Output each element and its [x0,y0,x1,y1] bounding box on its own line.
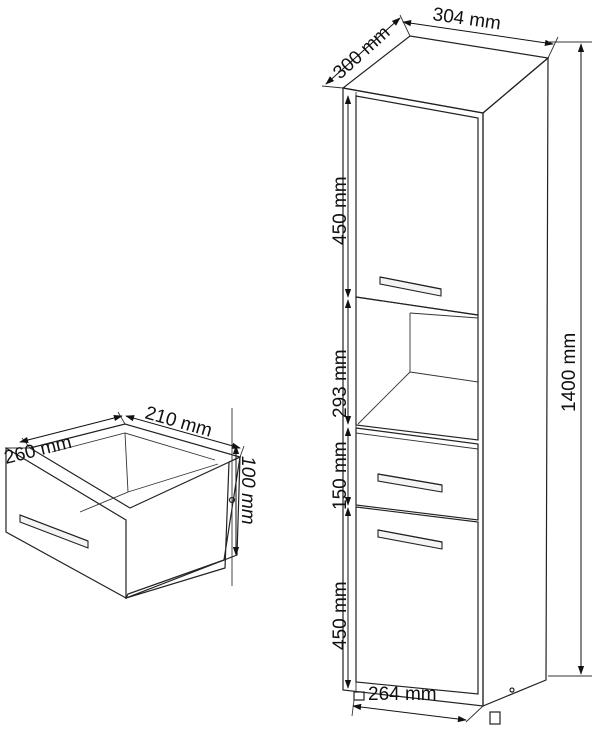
open-shelf-height-label: 293 mm [330,349,351,418]
drawer-detail-handle [19,514,89,549]
drawer-handle [377,473,443,493]
top-door-handle [379,276,442,297]
drawer-dimensions: 260 mm 210 mm 100 mm [2,403,258,586]
bottom-door-handle [377,529,443,550]
open-shelf [355,296,479,441]
cabinet-side [482,56,549,707]
top-door-height-label: 450 mm [330,176,351,245]
cabinet-dimensions: 304 mm 300 mm 450 mm 293 mm 150 mm 450 m… [321,4,592,723]
cabinet-width-label: 304 mm [431,4,502,34]
drawer-front [5,446,127,600]
cabinet-front [342,87,484,707]
bottom-width-label: 264 mm [368,684,437,705]
bottom-door [355,506,479,695]
cabinet-depth-label: 300 mm [329,22,394,84]
tall-cabinet [341,35,550,725]
drawer-depth-label: 210 mm [143,403,215,442]
total-height-label: 1400 mm [559,333,580,412]
drawer-height-label: 100 mm [237,456,258,525]
cabinet-drawer [355,427,479,521]
bottom-door-height-label: 450 mm [330,581,351,650]
top-door [355,95,479,316]
drawer-height-label: 150 mm [330,441,351,510]
